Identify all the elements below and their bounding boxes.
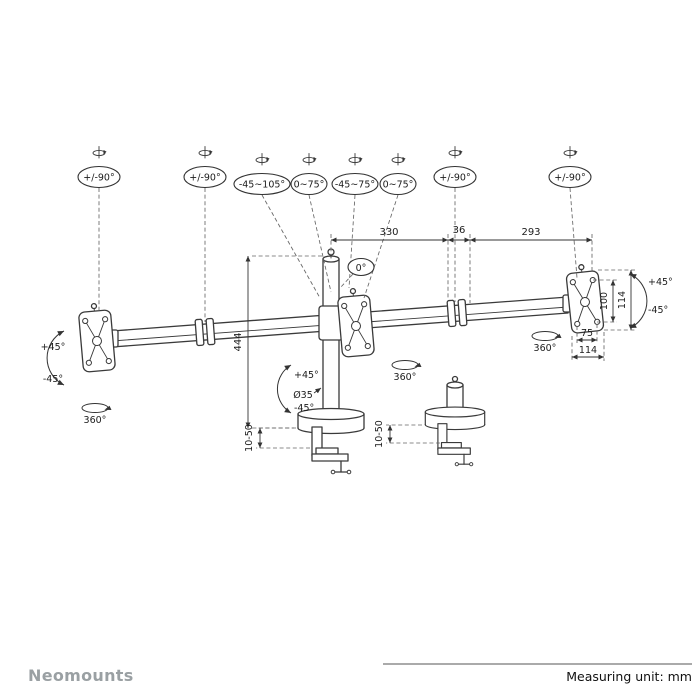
rotation-callout-3: -45~105° xyxy=(233,153,291,196)
center-rotation-icon xyxy=(391,360,422,370)
rotation-callout-label: +/-90° xyxy=(83,173,114,184)
rotation-callout-label: 0~75° xyxy=(294,180,325,191)
center-level-label: 0° xyxy=(356,263,367,274)
rotation-callouts: +/-90° +/-90° -45~105° 0~75° -45~75° 0~7… xyxy=(77,146,592,196)
rotation-callout-2: +/-90° xyxy=(183,146,227,189)
dim-arm-left-label: 330 xyxy=(379,227,398,238)
rotation-callout-label: -45~75° xyxy=(335,180,375,191)
dim-pole-diameter-label: Ø35 xyxy=(293,390,313,401)
arm-joint-left xyxy=(194,317,216,347)
left-vesa-plate xyxy=(77,301,117,373)
rotation-callout-5: -45~75° xyxy=(331,153,379,196)
right-tilt-down-label: -45° xyxy=(648,305,668,316)
left-tilt-down-label: -45° xyxy=(43,374,63,385)
rotation-callout-8: +/-90° xyxy=(548,146,592,189)
dim-plate-width-label: 114 xyxy=(579,345,597,356)
rotation-axis-icon xyxy=(302,153,318,166)
rotation-callout-7: +/-90° xyxy=(433,146,477,189)
center-tilt-up-label: +45° xyxy=(294,370,319,381)
rotation-callout-4: 0~75° xyxy=(290,153,328,196)
left-rotation-icon xyxy=(81,403,112,413)
center-tilt-down-label: -45° xyxy=(294,403,314,414)
rotation-callout-label: +/-90° xyxy=(189,173,220,184)
rotation-axis-icon xyxy=(391,153,407,166)
brand-logo-text: Neomounts xyxy=(28,666,134,685)
rotation-callout-label: 0~75° xyxy=(383,180,414,191)
right-rotation-icon xyxy=(531,331,562,341)
dim-clamp-range-center-label: 10-50 xyxy=(244,424,255,452)
dim-pole-height-label: 444 xyxy=(233,332,244,351)
dim-vesa-horizontal-label: 75 xyxy=(581,328,593,339)
rotation-axis-icon xyxy=(448,146,464,159)
right-rotation-label: 360° xyxy=(534,343,557,354)
dim-clamp-range-right-label: 10-50 xyxy=(374,420,385,448)
measuring-unit-note: Measuring unit: mm xyxy=(566,669,692,684)
arm-joint-right xyxy=(446,298,468,328)
rotation-axis-icon xyxy=(348,153,364,166)
dim-vesa-vertical-label: 100 xyxy=(599,292,610,310)
rotation-axis-icon xyxy=(563,146,579,159)
rotation-callout-label: +/-90° xyxy=(554,173,585,184)
rotation-axis-icon xyxy=(198,146,214,159)
rotation-callout-label: +/-90° xyxy=(439,173,470,184)
rotation-callout-6: 0~75° xyxy=(379,153,417,196)
center-desk-clamp xyxy=(297,407,365,475)
center-vesa-plate xyxy=(336,286,376,358)
right-tilt-up-label: +45° xyxy=(648,277,673,288)
rotation-axis-icon xyxy=(255,153,271,166)
dim-arm-right-label: 293 xyxy=(521,227,540,238)
left-rotation-label: 360° xyxy=(84,415,107,426)
right-desk-clamp xyxy=(424,375,486,467)
center-rotation-label: 360° xyxy=(394,372,417,383)
footer: Neomounts Measuring unit: mm xyxy=(28,663,692,685)
rotation-callout-1: +/-90° xyxy=(77,146,121,189)
callout-leader-lines xyxy=(98,187,578,322)
rotation-callout-label: -45~105° xyxy=(239,180,285,191)
angle-annotations: +45° -45° 360° 0° +45° -45° 360° 360° +4… xyxy=(41,257,673,426)
dim-center-offset-label: 36 xyxy=(453,225,466,236)
dim-plate-height-label: 114 xyxy=(617,291,628,309)
rotation-axis-icon xyxy=(92,146,108,159)
monitor-mount-drawing xyxy=(77,248,605,475)
left-tilt-up-label: +45° xyxy=(41,342,66,353)
